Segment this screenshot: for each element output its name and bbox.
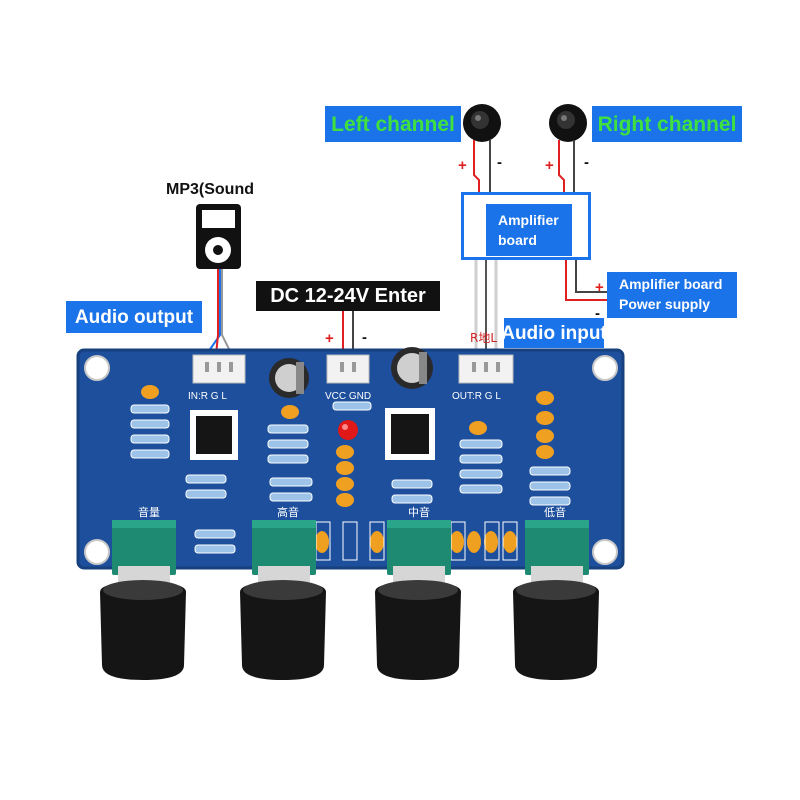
amplifier-power-wires (565, 260, 607, 301)
audio-input-label: Audio input (501, 318, 607, 348)
knob-volume[interactable] (100, 520, 186, 680)
audio-input-pins-label: R地L (470, 331, 498, 345)
knob-treble[interactable] (240, 520, 326, 680)
dc-plus: + (325, 330, 334, 347)
dc-minus: - (362, 329, 367, 346)
knob-mid[interactable] (375, 520, 461, 680)
mp3-player-icon (196, 204, 241, 269)
ic-chip-1 (190, 410, 238, 460)
connector-audio-out (458, 354, 514, 384)
ceramic-capacitors (141, 385, 554, 553)
electrolytic-capacitor-1 (269, 358, 309, 398)
pcb-label-treble: 高音 (277, 505, 299, 519)
power-led (338, 420, 358, 440)
pcb-label-bass: 低音 (544, 505, 566, 519)
right-speaker-plus: + (545, 157, 554, 174)
pcb-label-out-header: OUT:R G L (452, 391, 501, 402)
amplifier-board-label: Amplifier board (486, 204, 572, 256)
mounting-holes (84, 355, 618, 565)
pcb-label-mid: 中音 (408, 505, 430, 519)
left-channel-label: Left channel (325, 106, 461, 142)
left-speaker-minus: - (497, 154, 502, 171)
amplifier-power-supply-label: Amplifier board Power supply (607, 272, 737, 318)
speaker-wires (473, 140, 575, 192)
amplifier-board-line-2: board (498, 232, 537, 248)
knob-bass[interactable] (513, 520, 599, 680)
tone-board-pcb: IN:R G L VCC GND OUT:R G L 音量 高音 中音 低音 (76, 347, 625, 570)
left-speaker-icon (463, 104, 501, 142)
right-speaker-minus: - (584, 154, 589, 171)
connector-power (326, 354, 370, 384)
amp-power-plus: + (595, 279, 604, 296)
amplifier-board-line-1: Amplifier (498, 212, 559, 228)
mp3-audio-wires (205, 269, 233, 356)
electrolytic-capacitor-2 (391, 347, 433, 389)
audio-output-label: Audio output (66, 301, 202, 333)
right-channel-label: Right channel (592, 106, 742, 142)
dc-input-label: DC 12-24V Enter (256, 281, 440, 311)
left-speaker-plus: + (458, 157, 467, 174)
power-supply-line-2: Power supply (619, 296, 711, 312)
resistors (130, 401, 571, 554)
pcb-label-in-header: IN:R G L (188, 391, 227, 402)
pcb-label-power-header: VCC GND (325, 391, 371, 402)
right-speaker-icon (549, 104, 587, 142)
ic-chip-2 (385, 408, 435, 460)
mp3-label: MP3(Sound (166, 181, 254, 198)
connector-audio-in (192, 354, 246, 384)
pcb-label-volume: 音量 (138, 505, 160, 519)
power-supply-line-1: Amplifier board (619, 276, 723, 292)
amp-power-minus: - (595, 305, 600, 322)
